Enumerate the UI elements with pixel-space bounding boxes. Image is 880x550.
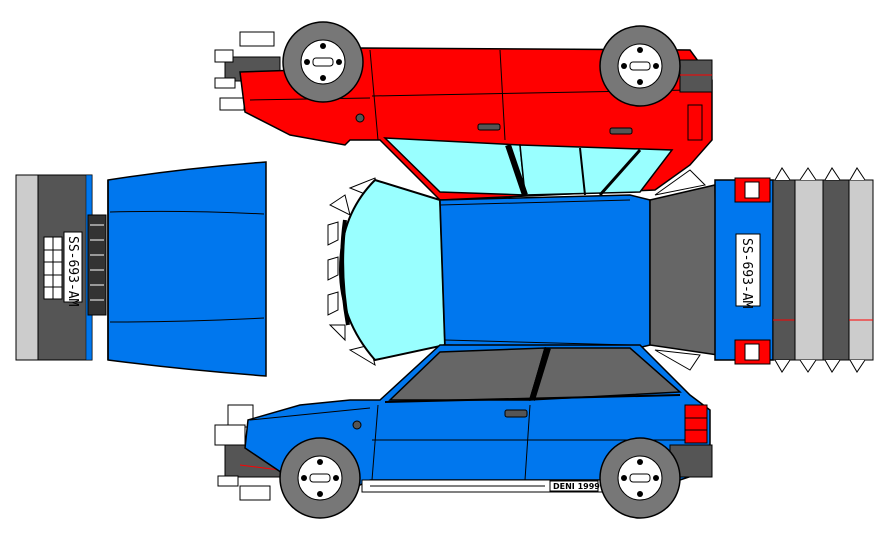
- blue-front-wheel: [279, 437, 361, 519]
- rear-panel: SS-693-AM: [714, 167, 874, 373]
- blue-rear-wheel: [599, 437, 681, 519]
- rear-license-plate: [735, 233, 761, 307]
- red-side-panel: [214, 21, 713, 201]
- signature-text: DENI 1999: [553, 482, 600, 491]
- blue-rear-window: [528, 347, 682, 401]
- blue-rear-light: [684, 404, 708, 444]
- blue-side-panel: DENI 1999: [214, 344, 713, 519]
- red-front-wheel: [282, 21, 364, 103]
- front-hood: [107, 161, 267, 377]
- red-rear-wheel: [599, 25, 681, 107]
- signature-badge: [549, 480, 599, 492]
- rear-plate-text: SS-693-AM: [739, 238, 754, 309]
- front-panel: SS-693-AM: [15, 161, 267, 377]
- red-door-handle-2: [609, 127, 633, 135]
- rear-window: [649, 184, 719, 356]
- rear-bumper: [772, 179, 796, 361]
- front-plate-text: SS-693-AM: [65, 236, 80, 307]
- roof-panel: [327, 169, 719, 371]
- windshield: [338, 178, 447, 362]
- red-door-handle-1: [477, 123, 501, 131]
- front-license-plate: [63, 231, 83, 303]
- roof: [439, 194, 651, 351]
- blue-door-handle: [504, 409, 528, 418]
